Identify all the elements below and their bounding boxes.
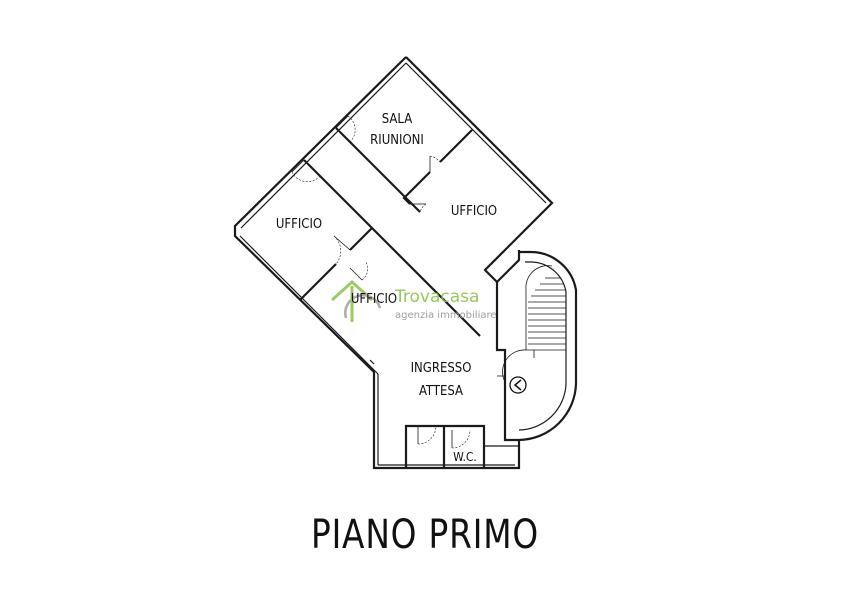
watermark-brand: Trovacasa — [394, 287, 479, 307]
door-ufficio-center — [349, 261, 368, 281]
label-ufficio-left: UFFICIO — [276, 217, 322, 232]
label-sala-1: SALA — [382, 112, 412, 127]
label-ufficio-center: UFFICIO — [351, 292, 397, 307]
exterior-walls — [233, 56, 554, 470]
entrance-arrow-icon — [509, 376, 527, 394]
door-sala — [335, 115, 356, 143]
door-bagno-1 — [417, 425, 437, 445]
stair-steps — [528, 277, 566, 345]
label-ingresso-1: INGRESSO — [411, 361, 472, 376]
door-ufficio-left-top — [291, 159, 321, 182]
label-wc: W.C. — [453, 450, 477, 464]
trovacasa-logo-icon — [330, 279, 382, 322]
label-ingresso-2: ATTESA — [419, 384, 463, 399]
label-ufficio-right: UFFICIO — [451, 204, 497, 219]
door-ufficio-right — [410, 203, 427, 213]
watermark-tagline: agenzia immobiliare — [395, 310, 497, 321]
doors — [291, 115, 505, 449]
stair-tower — [502, 250, 578, 442]
door-ufficio-left — [333, 235, 351, 265]
floor-title: PIANO PRIMO — [310, 512, 540, 558]
door-sala-bottom — [429, 155, 441, 172]
door-bagno-2 — [451, 429, 471, 449]
label-sala-2: RIUNIONI — [370, 133, 424, 148]
